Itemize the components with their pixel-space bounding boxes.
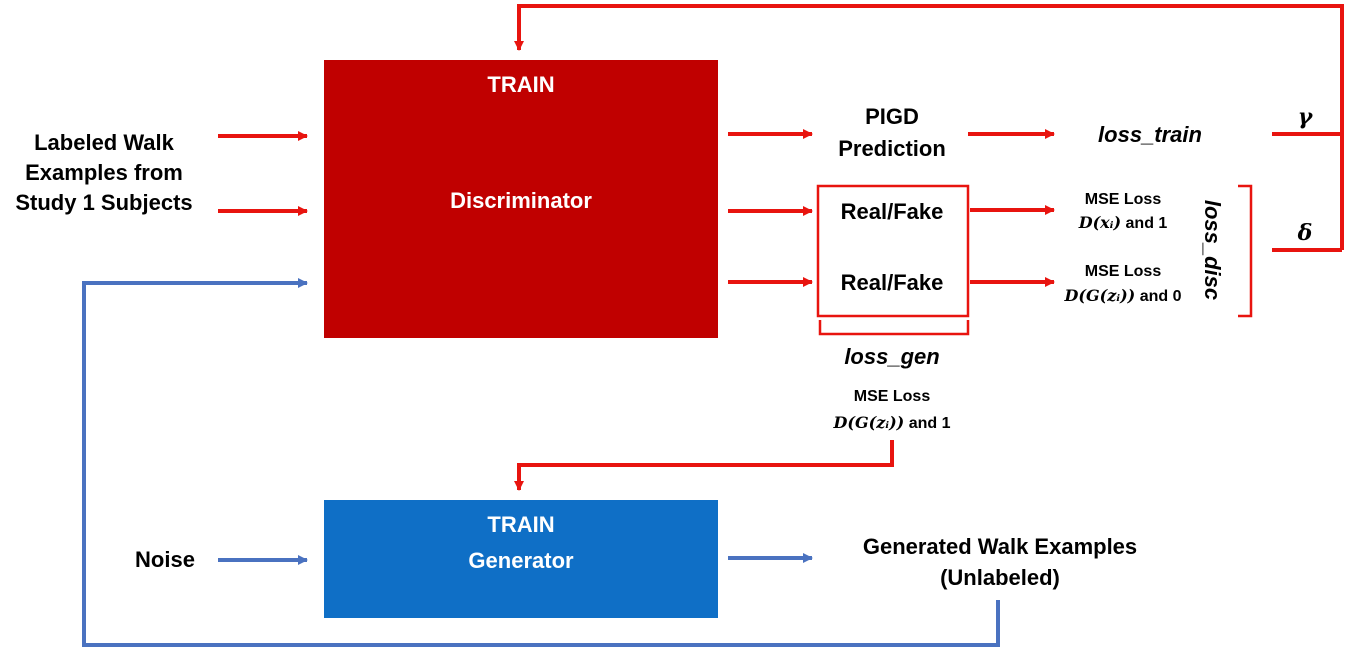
mse-gen-title: MSE Loss <box>854 388 931 405</box>
mse-real-expr: D(xᵢ) <box>1078 213 1121 232</box>
discriminator-box <box>324 60 718 338</box>
mse-real-title: MSE Loss <box>1085 191 1162 208</box>
generated-line2: (Unlabeled) <box>940 565 1060 590</box>
real-fake-box <box>816 184 970 318</box>
input-text-line2: Examples from <box>25 160 183 185</box>
mse-fake-tail: and 0 <box>1135 288 1181 305</box>
discriminator-train-label: TRAIN <box>487 72 554 97</box>
input-text-line1: Labeled Walk <box>34 130 175 155</box>
discriminator-feedback-arrow <box>514 4 1344 250</box>
gen-feedback-arrow <box>514 440 894 491</box>
loss-train-label: loss_train <box>1098 122 1202 147</box>
pigd-line1: PIGD <box>865 104 919 129</box>
loss-gen-bracket <box>818 320 970 336</box>
gamma-symbol: γ <box>1298 104 1314 130</box>
loss-disc-label: loss_disc <box>1200 200 1225 300</box>
mse-gen-expr: D(G(zᵢ)) <box>833 413 905 432</box>
noise-label: Noise <box>135 547 195 572</box>
input-text-line3: Study 1 Subjects <box>15 190 192 215</box>
pigd-line2: Prediction <box>838 136 946 161</box>
delta-symbol: δ <box>1297 220 1313 246</box>
generated-feedback-arrow <box>82 278 1000 647</box>
loss-disc-bracket <box>1238 184 1253 318</box>
mse-gen-formula: D(G(zᵢ)) and 1 <box>833 413 951 432</box>
mse-gen-tail: and 1 <box>904 415 950 432</box>
generator-label: Generator <box>468 548 574 573</box>
mse-fake-formula: D(G(zᵢ)) and 0 <box>1064 286 1182 305</box>
discriminator-label: Discriminator <box>450 188 592 213</box>
loss-gen-label: loss_gen <box>844 344 939 369</box>
generator-train-label: TRAIN <box>487 512 554 537</box>
mse-fake-expr: D(G(zᵢ)) <box>1064 286 1136 305</box>
generated-line1: Generated Walk Examples <box>863 534 1137 559</box>
mse-real-formula: D(xᵢ) and 1 <box>1078 213 1168 232</box>
real-fake-2-label: Real/Fake <box>841 270 944 295</box>
real-fake-1-label: Real/Fake <box>841 199 944 224</box>
mse-fake-title: MSE Loss <box>1085 263 1162 280</box>
generator-box <box>324 500 718 618</box>
mse-real-tail: and 1 <box>1121 215 1167 232</box>
